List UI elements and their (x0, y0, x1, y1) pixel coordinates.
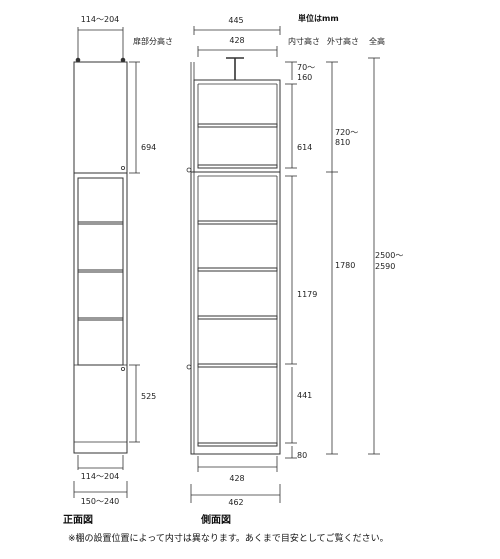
side-shelf (197, 164, 278, 169)
total-height-label-2: 2590 (375, 262, 395, 271)
front-view-caption: 正面図 (63, 514, 93, 526)
front-inner-width-label: 114〜204 (81, 472, 120, 481)
tension-pin-left-icon (75, 57, 81, 63)
outer-height-header: 外寸高さ (327, 36, 359, 46)
top-gap-label-1: 70〜 (297, 63, 315, 72)
upper-door-knob-icon (121, 165, 126, 170)
front-view: 114〜204 扉部分高さ 694 525 (63, 15, 173, 526)
top-gap-label-2: 160 (297, 73, 312, 82)
side-shelf (197, 220, 278, 225)
total-height-label-1: 2500〜 (375, 251, 403, 260)
front-upper-unit (73, 61, 128, 174)
bottom-inner-height-label: 441 (297, 391, 312, 400)
side-view-caption: 側面図 (200, 513, 231, 526)
door-split-height-header: 扉部分高さ (133, 36, 173, 46)
side-lower-hinge-icon (186, 364, 192, 370)
side-bottom-shelf (197, 442, 278, 447)
base-height-label: 80 (297, 451, 307, 460)
side-shelf (197, 315, 278, 320)
side-shelf (197, 123, 278, 128)
upper-door-height-label: 694 (141, 143, 156, 152)
side-shelf (197, 363, 278, 368)
front-outer-width-label: 150〜240 (81, 497, 120, 506)
lower-door-knob-icon (121, 366, 126, 371)
upper-inner-height-label: 614 (297, 143, 312, 152)
side-outer-depth-top-label: 445 (228, 16, 243, 25)
front-top-width-label: 114〜204 (81, 15, 120, 24)
lower-inner-height-label: 1179 (297, 290, 317, 299)
inner-height-header: 内寸高さ (288, 36, 320, 46)
unit-label: 単位はmm (298, 13, 339, 23)
side-outer-depth-bottom-label: 462 (228, 498, 243, 507)
side-lower-unit (190, 171, 281, 455)
side-shelf (197, 267, 278, 272)
side-inner-depth-top-label: 428 (229, 36, 244, 45)
lower-door-height-label: 525 (141, 392, 156, 401)
upper-outer-height-label-1: 720〜 (335, 128, 358, 137)
total-height-header: 全高 (369, 36, 385, 46)
side-view: 445 428 単位はmm 内寸高さ 外寸高さ 全高 (186, 13, 403, 526)
footnote: ※棚の設置位置によって内寸は異なります。あくまで目安としてご覧ください。 (68, 532, 389, 544)
upper-outer-height-label-2: 810 (335, 138, 350, 147)
tension-pin-right-icon (120, 57, 126, 63)
side-upper-hinge-icon (186, 167, 192, 173)
lower-outer-height-label: 1780 (335, 261, 355, 270)
side-inner-depth-bottom-label: 428 (229, 474, 244, 483)
